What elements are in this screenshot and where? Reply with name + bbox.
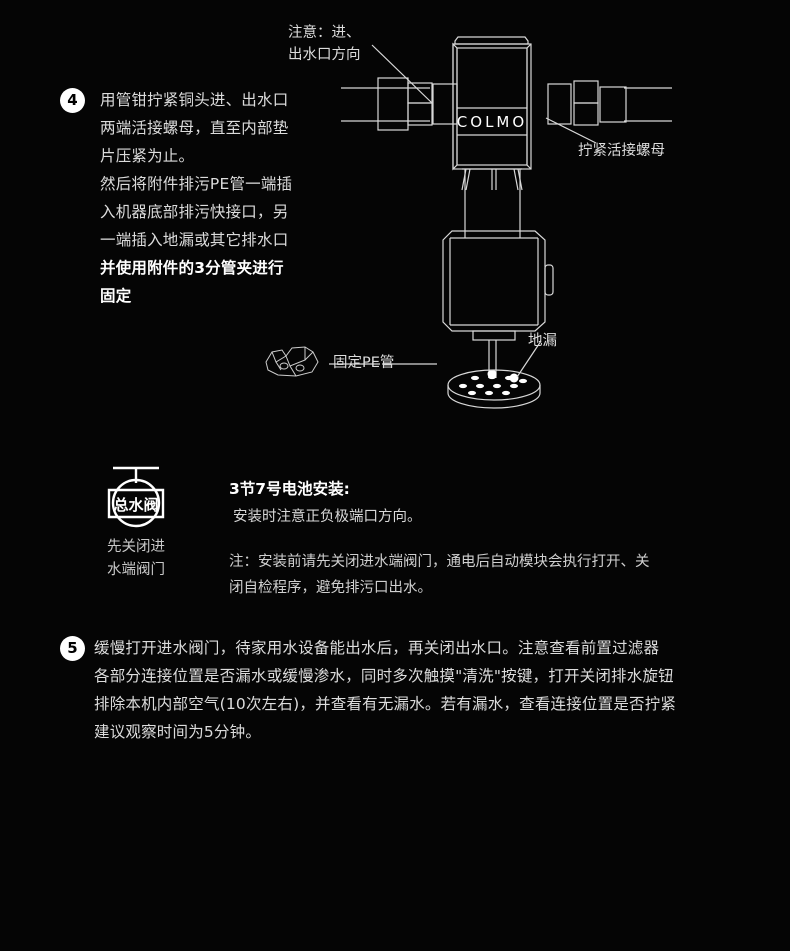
battery-note-line: 闭自检程序，避免排污口出水。 (229, 580, 432, 596)
step-5-line: 建议观察时间为5分钟。 (94, 723, 262, 741)
step-4-text: 用管钳拧紧铜头进、出水口 两端活接螺母，直至内部垫 片压紧为止。 然后将附件排污… (100, 86, 320, 310)
callout-tighten-union-nut: 拧紧活接螺母 (578, 143, 665, 159)
left-pipe (341, 87, 430, 122)
step-5-line: 各部分连接位置是否漏水或缓慢渗水，同时多次触摸"清洗"按键，打开关闭排水旋钮 (94, 667, 674, 685)
step-4-line: 用管钳拧紧铜头进、出水口 (100, 91, 289, 109)
main-valve-icon-wrap: 总水阀 (86, 462, 186, 530)
left-coupling-a (377, 77, 409, 131)
leader-lines (329, 44, 597, 378)
callout-inlet-outlet-direction: 注意：进、 出水口方向 (288, 25, 361, 63)
battery-install-title: 3节7号电池安装: (229, 480, 350, 498)
step-4-line: 一端插入地漏或其它排水口 (100, 231, 289, 249)
step-4-line: 片压紧为止。 (100, 147, 195, 165)
right-coupling-b (573, 80, 599, 126)
step-5-text: 缓慢打开进水阀门，待家用水设备能出水后，再关闭出水口。注意查看前置过滤器 各部分… (94, 634, 744, 746)
step-4-bold-line: 并使用附件的3分管夹进行 (100, 259, 284, 277)
step-4-line: 入机器底部排污快接口，另 (100, 203, 289, 221)
step-5-line: 缓慢打开进水阀门，待家用水设备能出水后，再关闭出水口。注意查看前置过滤器 (94, 639, 660, 657)
step-4-line: 然后将附件排污PE管一端插 (100, 175, 293, 193)
housing-neck (464, 169, 521, 238)
main-valve-caption: 先关闭进 水端阀门 (107, 539, 165, 578)
callout-floor-drain: 地漏 (528, 333, 557, 349)
step-4-line: 两端活接螺母，直至内部垫 (100, 119, 289, 137)
drain-base (472, 330, 516, 378)
step-badge-4: 4 (60, 88, 85, 113)
callout-fix-pe-pipe: 固定PE管 (333, 355, 395, 371)
pe-clip-icon (265, 346, 319, 377)
floor-drain-point (509, 373, 519, 383)
brand-label: COLMO (457, 113, 527, 131)
battery-install-subtitle: 安装时注意正负极端口方向。 (233, 509, 422, 525)
valve-head-body (452, 36, 532, 171)
step-4-bold-line: 固定 (100, 287, 132, 305)
battery-install-note: 注：安装前请先关闭进水端阀门，通电后自动模块会执行打开、关 闭自检程序，避免排污… (229, 549, 734, 601)
main-water-valve-icon (107, 466, 165, 528)
battery-note-line: 注：安装前请先关闭进水端阀门，通电后自动模块会执行打开、关 (229, 554, 650, 570)
filter-housing (442, 230, 546, 332)
right-coupling-a (599, 86, 627, 123)
right-pipe (624, 87, 672, 122)
step-badge-5: 5 (60, 636, 85, 661)
step-5-line: 排除本机内部空气(10次左右)，并查看有无漏水。若有漏水，查看连接位置是否拧紧 (94, 695, 677, 713)
head-ribs (461, 168, 523, 191)
right-union-nut (547, 83, 572, 125)
housing-side-button (544, 264, 554, 296)
left-union-nut (432, 83, 458, 125)
floor-drain (447, 369, 541, 409)
left-coupling-b (407, 82, 433, 126)
main-valve-block: 总水阀 先关闭进 水端阀门 (86, 462, 186, 582)
pe-pipe-fix-point (487, 369, 497, 379)
